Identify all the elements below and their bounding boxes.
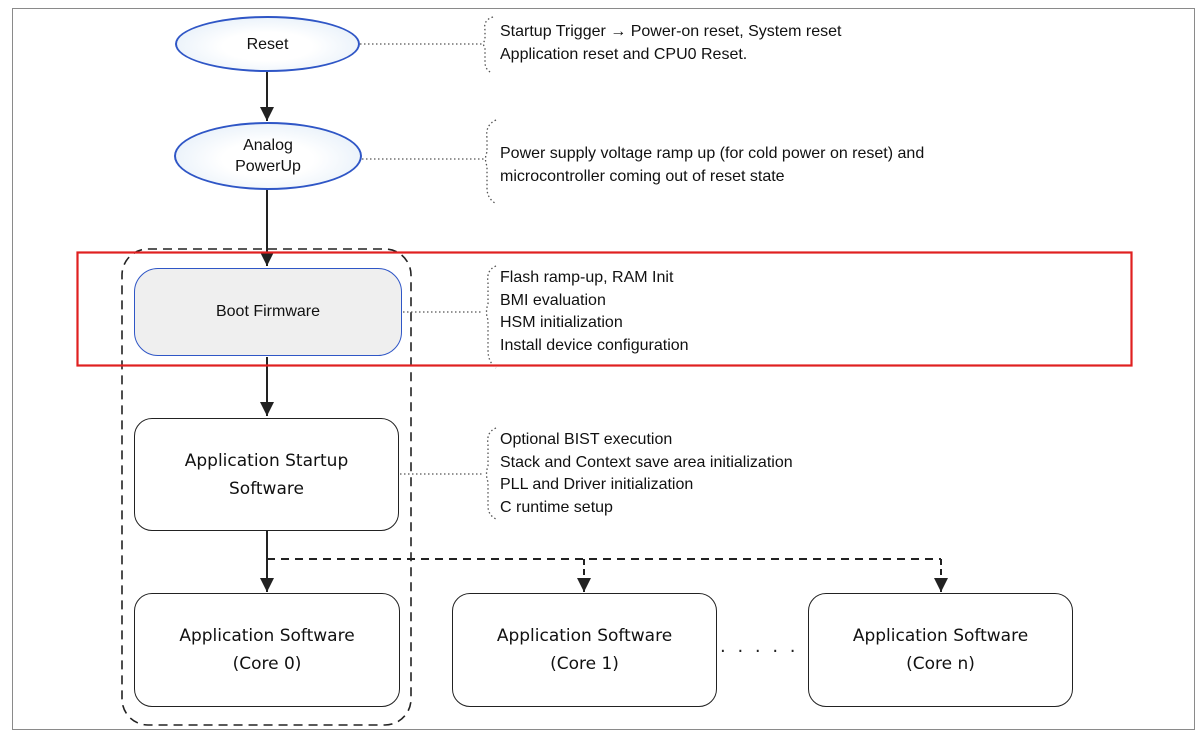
startup-note-line: PLL and Driver initialization (500, 476, 694, 493)
startup-note-line: C runtime setup (500, 498, 613, 516)
application-core0-node: Application Software (Core 0) (134, 593, 400, 707)
boot-firmware-node: Boot Firmware (134, 268, 402, 356)
startup-note-line: Optional BIST execution (500, 431, 673, 448)
reset-node: Reset (175, 16, 360, 72)
boot-note-line: BMI evaluation (500, 291, 606, 309)
reset-note-line: Application reset and CPU0 Reset. (500, 45, 748, 63)
powerup-note: Power supply voltage ramp up (for cold p… (500, 143, 924, 188)
powerup-note-line: microcontroller coming out of reset stat… (500, 167, 785, 185)
note-brace-boot (485, 265, 497, 369)
reset-note: Startup Trigger → Power-on reset, System… (500, 21, 841, 66)
powerup-note-line: Power supply voltage ramp up (for cold p… (500, 145, 925, 162)
startup-note-line: Stack and Context save area initializati… (500, 453, 793, 471)
boot-note: Flash ramp-up, RAM Init BMI evaluation H… (500, 267, 689, 357)
boot-highlight-box (76, 251, 1133, 367)
boot-note-line: HSM initialization (500, 314, 623, 331)
boot-note-line: Flash ramp-up, RAM Init (500, 269, 674, 286)
application-coren-node: Application Software (Core n) (808, 593, 1073, 707)
note-brace-startup (485, 427, 497, 520)
note-brace-powerup (484, 119, 497, 204)
boot-note-line: Install device configuration (500, 336, 689, 354)
core0-group-dashed-border (121, 248, 412, 726)
startup-note: Optional BIST execution Stack and Contex… (500, 429, 793, 519)
note-brace-reset (482, 16, 494, 74)
application-core1-node: Application Software (Core 1) (452, 593, 717, 707)
analog-powerup-node: Analog PowerUp (174, 122, 362, 190)
diagram-frame (12, 8, 1195, 730)
reset-note-line: Startup Trigger → Power-on reset, System… (500, 23, 842, 40)
between-cores-ellipsis: . . . . . (720, 636, 799, 657)
application-startup-node: Application Startup Software (134, 418, 399, 531)
